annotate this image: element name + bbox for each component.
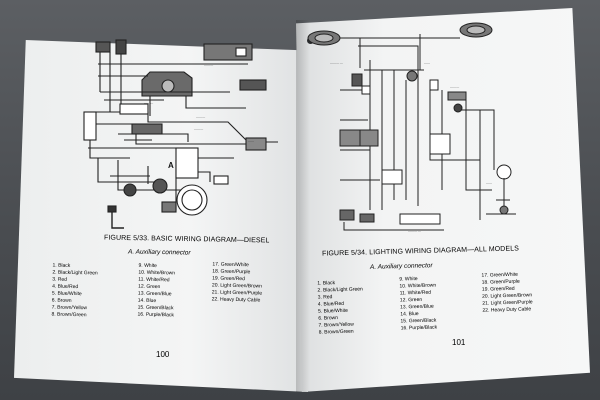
svg-text:⋯⋯⋯: ⋯⋯⋯	[204, 63, 214, 67]
diagram-marker-a: A	[168, 161, 174, 170]
svg-text:⋯⋯⋯: ⋯⋯⋯	[196, 115, 206, 119]
basic-wiring-diagram: ⋯⋯⋯ ⋯⋯⋯ ⋯⋯ ⋯⋯⋯ ⋯⋯⋯ A	[83, 39, 278, 229]
right-page-number: 101	[452, 338, 466, 347]
left-connector-heading: A. Auxiliary connector	[127, 248, 191, 257]
left-page-number: 100	[156, 350, 170, 359]
left-legend-col3: 17. Green/White 18. Green/Purple 19. Gre…	[212, 261, 263, 304]
svg-text:⋯⋯: ⋯⋯	[424, 61, 430, 65]
book-spine-shadow	[296, 20, 310, 392]
svg-text:⋯⋯: ⋯⋯	[248, 139, 254, 143]
svg-text:⋯⋯⋯: ⋯⋯⋯	[144, 101, 154, 105]
legend-item: 16. Purple/Black	[400, 324, 438, 332]
legend-item: 16. Purple/Black	[137, 311, 174, 319]
right-page	[296, 8, 590, 392]
left-legend-col1: 1. Black 2. Black/Light Green 3. Red 4. …	[51, 263, 97, 320]
svg-text:⋯⋯: ⋯⋯	[486, 181, 492, 185]
legend-item: 2. Black/Light Green	[317, 286, 363, 294]
svg-text:⋯⋯⋯: ⋯⋯⋯	[194, 127, 204, 131]
lighting-wiring-diagram: ⋯⋯⋯⋯ ⋯⋯ ⋯⋯⋯ ⋯⋯ ⋯⋯⋯⋯	[307, 22, 516, 233]
svg-text:⋯⋯⋯⋯: ⋯⋯⋯⋯	[330, 61, 343, 65]
left-page	[14, 40, 308, 392]
legend-item: 22. Heavy Duty Cable	[482, 306, 532, 314]
left-legend-col2: 9. White 10. White/Brown 11. White/Red 1…	[137, 263, 175, 320]
svg-text:⋯⋯⋯⋯: ⋯⋯⋯⋯	[408, 229, 421, 233]
right-legend-col3: 17. Green/White 18. Green/Purple 19. Gre…	[481, 271, 532, 314]
svg-text:⋯⋯⋯: ⋯⋯⋯	[450, 85, 460, 89]
legend-item: 8. Brown/Green	[318, 328, 354, 336]
right-legend-col1: 1. Black 2. Black/Light Green 3. Red 4. …	[317, 279, 364, 336]
legend-item: 22. Heavy Duty Cable	[211, 296, 261, 304]
legend-item: 8. Brown/Green	[51, 311, 87, 319]
right-legend-col2: 9. White 10. White/Brown 11. White/Red 1…	[399, 275, 437, 332]
